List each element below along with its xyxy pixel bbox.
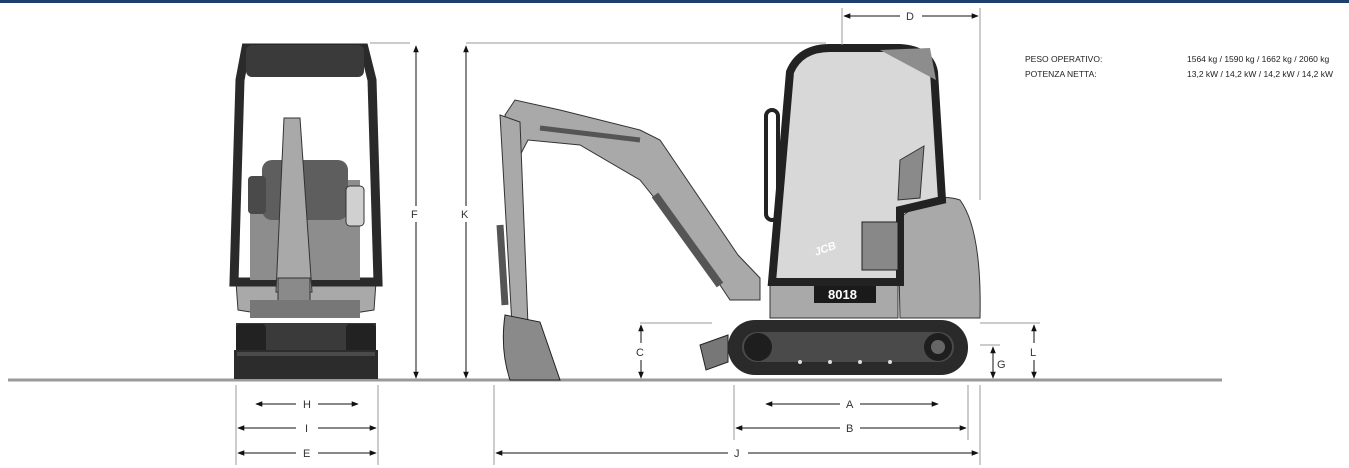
header-bar <box>0 0 1349 3</box>
operating-weight-label: PESO OPERATIVO: <box>1025 54 1103 64</box>
dimension-H-label: H <box>303 399 311 411</box>
dimension-C-label: C <box>636 347 644 359</box>
front-view-excavator <box>229 43 383 379</box>
dimension-J-label: J <box>734 448 740 460</box>
dimension-G-label: G <box>997 359 1006 371</box>
dimension-K-label: K <box>461 209 469 221</box>
net-power-label: POTENZA NETTA: <box>1025 69 1097 79</box>
spec-labels: PESO OPERATIVO: POTENZA NETTA: <box>1025 52 1102 82</box>
net-power-value: 13,2 kW / 14,2 kW / 14,2 kW / 14,2 kW <box>1187 69 1333 79</box>
model-badge: 8018 <box>828 287 857 302</box>
operating-weight-value: 1564 kg / 1590 kg / 1662 kg / 2060 kg <box>1187 54 1330 64</box>
dimension-E-label: E <box>303 448 310 460</box>
spec-values: 1564 kg / 1590 kg / 1662 kg / 2060 kg 13… <box>1187 52 1333 82</box>
dimension-I-label: I <box>305 423 308 435</box>
dimension-L-label: L <box>1030 347 1036 359</box>
dimension-B-label: B <box>846 423 853 435</box>
side-view-excavator: 8018 JCB <box>496 44 981 381</box>
dimension-A-label: A <box>846 399 854 411</box>
dimension-F-label: F <box>411 209 418 221</box>
dimension-D-label: D <box>906 11 914 23</box>
